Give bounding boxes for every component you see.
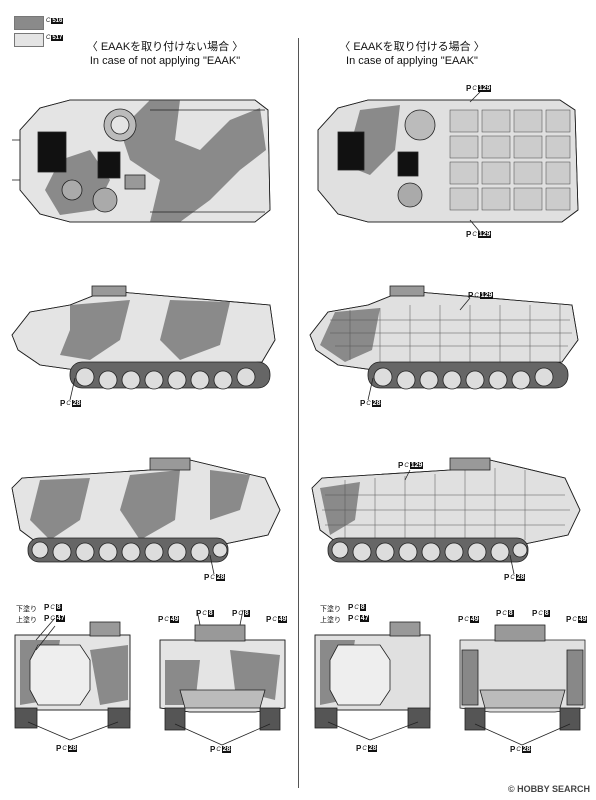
- under-coat-label-left: 下塗り: [16, 606, 37, 613]
- left-header: 〈 EAAKを取り付けない場合 〉 In case of not applyin…: [40, 40, 290, 68]
- center-divider: [298, 38, 299, 788]
- watermark: © HOBBY SEARCH: [508, 784, 590, 794]
- left-header-en: In case of not applying "EAAK": [89, 55, 241, 67]
- left-header-ja: 〈 EAAKを取り付けない場合 〉: [86, 41, 244, 53]
- right-header-ja: 〈 EAAKを取り付ける場合 〉: [339, 41, 485, 53]
- right-header: 〈 EAAKを取り付ける場合 〉 In case of applying "EA…: [302, 40, 522, 68]
- legend-swatch-516: [14, 16, 44, 30]
- under-coat-label-right: 下塗り: [320, 606, 341, 613]
- legend-swatch-517: [14, 33, 44, 47]
- top-coat-label-left: 上塗り: [16, 617, 37, 624]
- right-header-en: In case of applying "EAAK": [346, 55, 478, 67]
- top-coat-label-right: 上塗り: [320, 617, 341, 624]
